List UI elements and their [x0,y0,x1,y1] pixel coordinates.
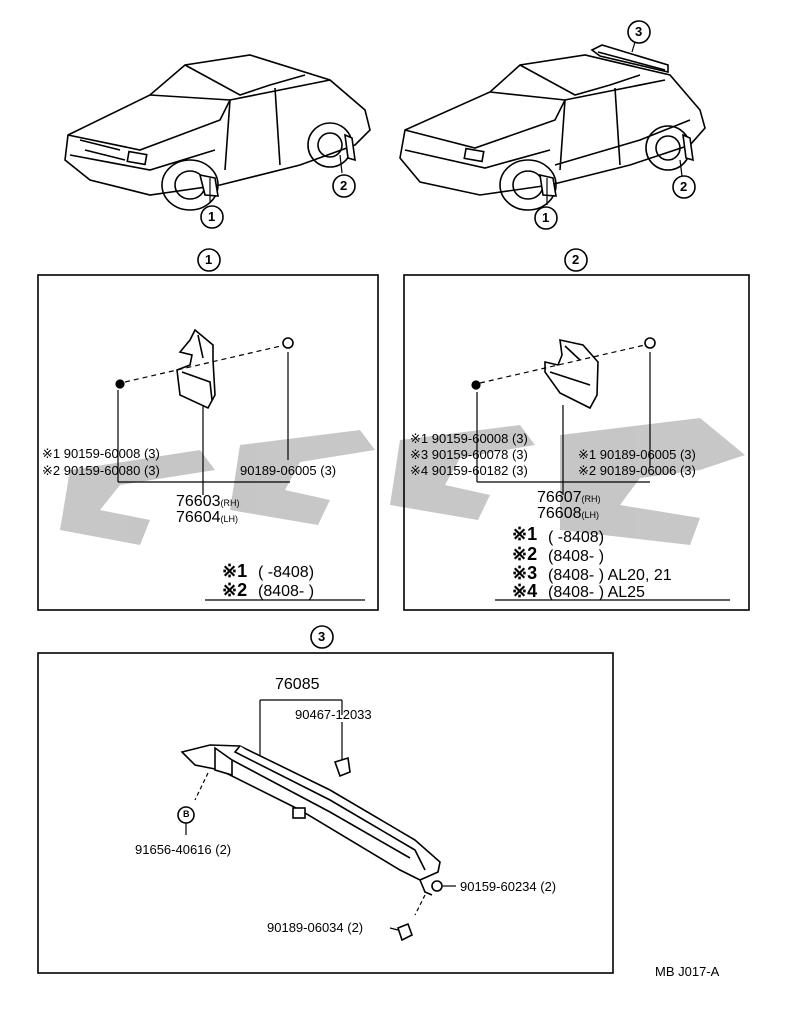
panel2-n3: (8408- ) AL20, 21 [548,567,672,584]
panel1-note2: (8408- ) [258,583,315,600]
panel2-part-lh: 76608(LH) [537,505,599,522]
panel2-bolt3: ※3 90159-60078 (3) [410,447,528,462]
panel2-callout: 2 [572,252,580,267]
panel2-screw1: ※1 90189-06005 (3) [578,447,696,462]
panel2-n1-mark: ※1 [512,524,538,544]
panel1-note1-mark: ※1 [222,561,248,581]
callout-b: B [183,809,190,819]
panel2-part-rh: 76607(RH) [537,489,601,506]
panel1-bolt1: ※1 90159-60008 (3) [42,446,160,461]
callout-2-car2: 2 [680,179,688,194]
panel2-bolt1: ※1 90159-60008 (3) [410,431,528,446]
panel2-bolt4: ※4 90159-60182 (3) [410,463,528,478]
panel1-note1: ( -8408) [258,564,315,581]
panel1-bolt2: ※2 90159-60080 (3) [42,463,160,478]
panel3-clip-part: 90467-12033 [295,707,372,722]
panel2-n1: ( -8408) [548,529,605,546]
hatchback-illustration [399,44,706,211]
mudguard-lh [544,338,599,410]
panel2-screw2: ※2 90189-06006 (3) [578,463,696,478]
panel1-part-rh: 76603(RH) [176,493,240,510]
callout-2-car1: 2 [340,178,348,193]
callout-circles [177,20,696,824]
panel1-part-lh: 76604(LH) [176,509,238,526]
panel3-spoiler-part: 76085 [275,676,320,693]
rear-spoiler [180,744,441,896]
panel1-hardware [115,337,365,601]
panel2-n2: (8408- ) [548,548,605,565]
panel2-n2-mark: ※2 [512,544,538,564]
panel2-hardware [471,337,730,601]
sedan-illustration [64,54,371,211]
panel3-screw-a-part: 90159-60234 (2) [460,879,557,894]
panel-frames [37,274,750,974]
diagram-code: MB J017-A [655,964,720,979]
panel2-n4-mark: ※4 [512,581,538,601]
panel3-bolt-b-part: 91656-40616 (2) [135,842,232,857]
panel1-note2-mark: ※2 [222,580,248,600]
panel3-callout: 3 [318,629,326,644]
leader-lines [209,41,683,205]
panel2-n4: (8408- ) AL25 [548,584,645,601]
watermark [60,418,745,545]
mudguard-rh [176,328,216,410]
panel1-callout: 1 [205,252,213,267]
panel3-hardware [185,699,456,942]
panel3-nut-part: 90189-06034 (2) [267,920,364,935]
panel1-screw: 90189-06005 (3) [240,463,337,478]
callout-1-car2: 1 [542,210,550,225]
callout-3-car2: 3 [635,24,643,39]
panel2-n3-mark: ※3 [512,563,538,583]
callout-1-car1: 1 [208,209,216,224]
